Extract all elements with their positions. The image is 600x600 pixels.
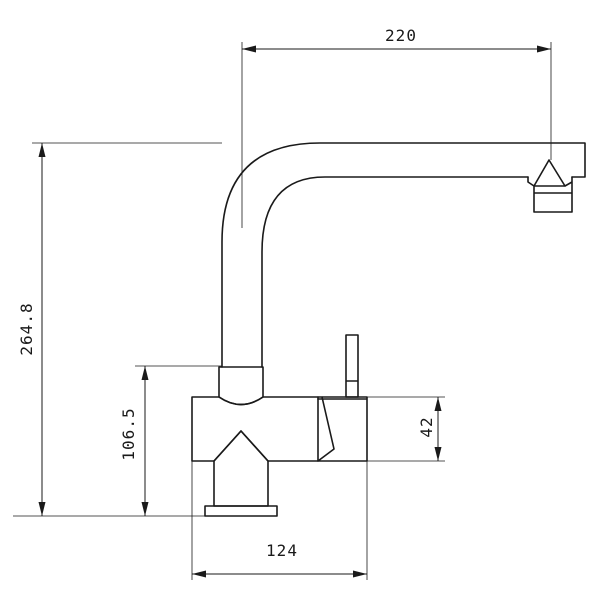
dimension-body-width: 124 xyxy=(192,541,367,578)
dimension-label-body-width: 124 xyxy=(266,541,298,560)
lever-housing xyxy=(317,396,368,462)
dimension-label-total-height: 264.8 xyxy=(17,302,36,355)
valve-shank xyxy=(213,430,269,507)
dimension-label-spout-reach: 220 xyxy=(385,26,417,45)
aerator xyxy=(527,159,573,213)
extension-lines xyxy=(13,42,552,580)
dimension-lever-section: 42 xyxy=(417,397,442,461)
spout-collar xyxy=(218,366,264,406)
dimension-label-lever-section: 42 xyxy=(417,416,436,437)
dimension-body-height: 106.5 xyxy=(119,366,149,516)
dimension-total-height: 264.8 xyxy=(17,143,46,516)
dimension-label-body-height: 106.5 xyxy=(119,407,138,460)
faucet-body xyxy=(191,396,319,462)
spout-pipe xyxy=(221,142,586,368)
base-plate xyxy=(204,505,278,517)
dimension-spout-reach: 220 xyxy=(242,26,551,53)
faucet-outline xyxy=(191,142,586,517)
lever-handle xyxy=(345,334,359,398)
